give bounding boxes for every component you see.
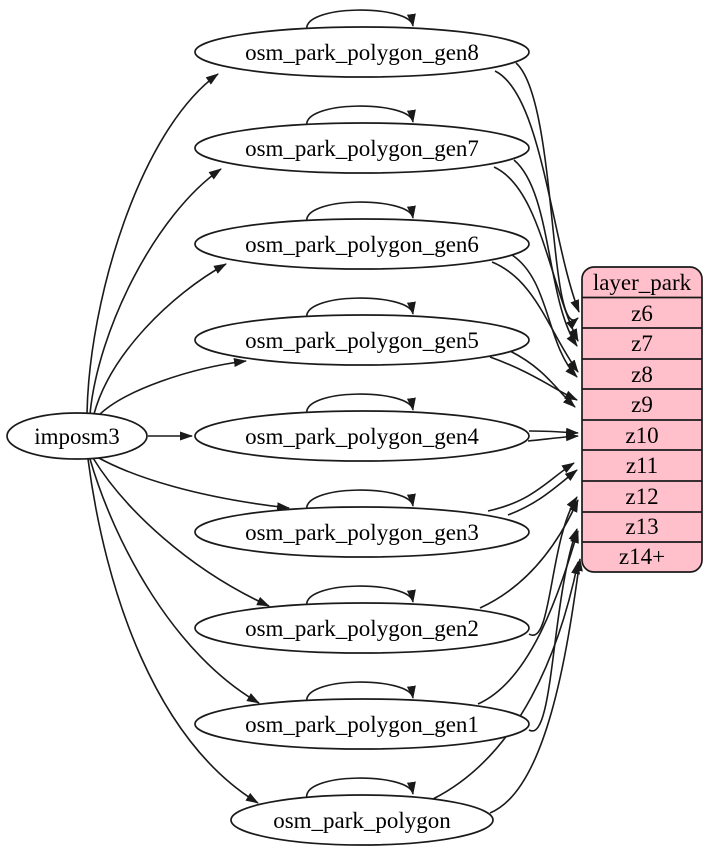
gen4-label: osm_park_polygon_gen4 [245,424,479,449]
table-node-polygon: osm_park_polygon [230,794,494,846]
self-loop-gen2 [306,585,416,608]
self-loop-gen7 [306,105,416,128]
layer-park-table: layer_park z6 z7 z8 z9 z10 z11 z12 z13 z… [581,266,703,573]
gen4-ellipse [194,410,530,462]
edge-gen8-z6-a [494,70,580,313]
edge-imposm3-gen2 [92,457,270,607]
edge-gen4-z10-a [528,427,579,437]
layer-row-z14: z14+ [619,544,665,569]
polygon-label: osm_park_polygon [273,808,451,833]
edge-gen7-z7-b [513,159,578,347]
polygon-ellipse [230,794,494,846]
gen8-label: osm_park_polygon_gen8 [245,40,479,65]
layer-park-title: layer_park [593,270,692,295]
layer-row-z8: z8 [631,362,653,387]
layer-row-z11: z11 [626,453,658,478]
self-loop-gen5 [306,297,416,320]
edge-imposm3-polygon [87,458,259,804]
gen6-ellipse [194,218,530,270]
gen8-ellipse [194,26,530,78]
table-node-gen8: osm_park_polygon_gen8 [194,26,530,78]
edge-imposm3-gen3 [96,456,290,512]
gen7-label: osm_park_polygon_gen7 [245,136,479,161]
layer-row-z10: z10 [625,423,658,448]
edge-gen7-z7-a [493,166,579,342]
gen3-label: osm_park_polygon_gen3 [245,520,479,545]
edge-gen5-z9-a [489,356,578,401]
self-loop-gen4 [306,393,416,416]
edges-tables-to-layer [432,62,583,814]
gen2-label: osm_park_polygon_gen2 [245,616,479,641]
table-node-gen6: osm_park_polygon_gen6 [194,218,530,270]
self-loop-gen1 [306,681,416,704]
table-node-gen7: osm_park_polygon_gen7 [194,122,530,174]
layer-row-z12: z12 [625,484,658,509]
gen3-ellipse [194,506,530,558]
imposm3-label: imposm3 [34,424,120,449]
self-loop-polygon [306,777,416,800]
self-loop-edges [306,9,416,800]
table-node-gen2: osm_park_polygon_gen2 [194,602,530,654]
gen5-label: osm_park_polygon_gen5 [245,328,479,353]
edges-imposm3-to-tables [86,73,290,804]
edge-gen1-z13-b [528,528,578,732]
self-loop-gen6 [306,201,416,224]
table-node-gen3: osm_park_polygon_gen3 [194,506,530,558]
edge-gen5-z9-b [509,350,576,408]
edge-gen2-z12-b [528,496,578,637]
gen6-label: osm_park_polygon_gen6 [245,232,479,257]
edge-gen1-z13-a [477,530,579,705]
edge-imposm3-gen6 [93,263,227,415]
edge-gen6-z8-b [511,254,578,378]
gen7-ellipse [194,122,530,174]
edge-polygon-z14-b [489,558,583,814]
edge-gen4-z10-b [527,432,579,442]
layer-row-z7: z7 [631,331,653,356]
edge-imposm3-gen1 [89,458,260,704]
table-node-gen5: osm_park_polygon_gen5 [194,314,530,366]
layer-row-z13: z13 [625,514,658,539]
self-loop-gen8 [306,9,416,32]
self-loop-gen3 [306,489,416,512]
edge-imposm3-gen5 [98,358,247,416]
edge-imposm3-gen8 [86,73,219,415]
table-node-gen1: osm_park_polygon_gen1 [194,698,530,750]
table-node-gen4: osm_park_polygon_gen4 [194,410,530,462]
edge-gen3-z11-b [487,462,575,512]
edge-gen6-z8-a [491,261,579,373]
imposm3-node: imposm3 [6,412,148,460]
edge-polygon-z14-a [432,561,581,800]
gen2-ellipse [194,602,530,654]
edge-gen2-z12-a [479,499,579,609]
layer-row-z6: z6 [631,301,653,326]
gen1-label: osm_park_polygon_gen1 [245,712,479,737]
edge-gen3-z11-a [507,469,578,516]
gen5-ellipse [194,314,530,366]
gen1-ellipse [194,698,530,750]
edge-imposm3-gen7 [89,168,222,415]
layer-row-z9: z9 [631,392,653,417]
imposm3-ellipse [6,412,148,460]
